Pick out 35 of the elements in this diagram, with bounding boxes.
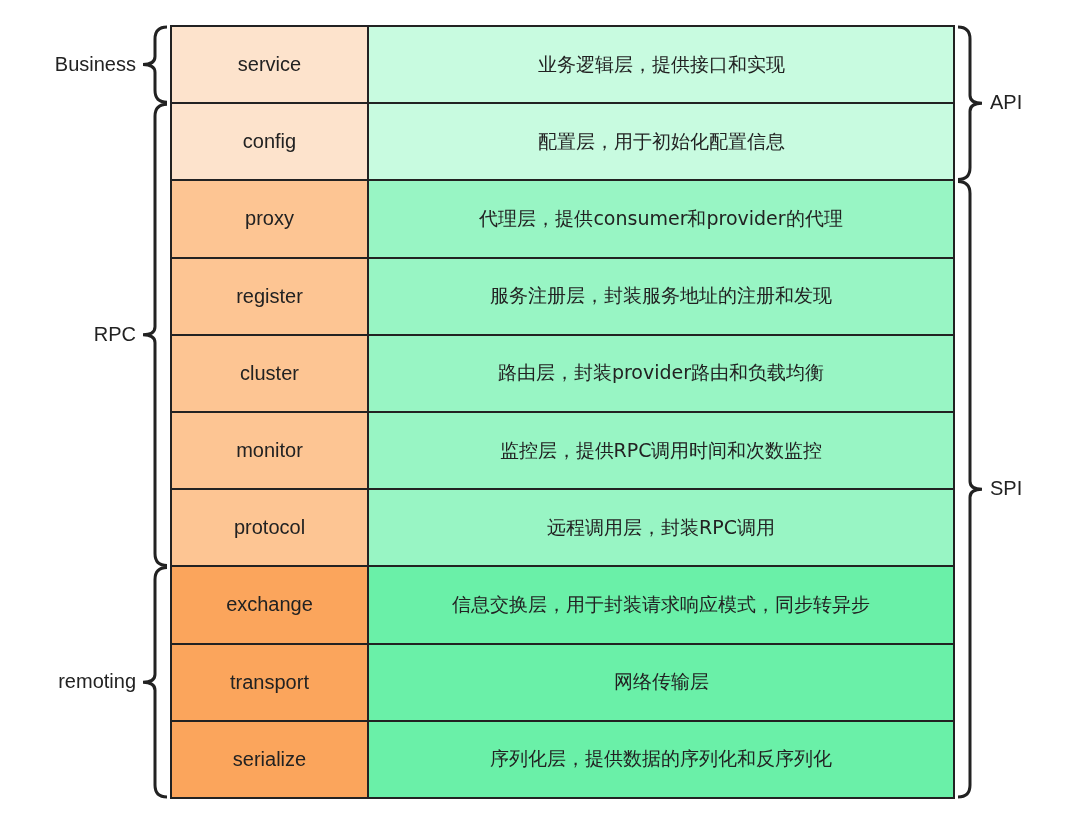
layer-row (170, 719, 955, 799)
layer-name-cell: transport (172, 644, 369, 720)
layer-description-cell: 配置层，用于初始化配置信息 (369, 104, 953, 180)
group-label: remoting (58, 670, 136, 694)
layer-description-cell: 监控层，提供RPC调用时间和次数监控 (369, 413, 953, 489)
layer-row (170, 102, 955, 182)
layer-row (170, 25, 955, 105)
group-label: Business (54, 52, 136, 76)
layer-name-cell: serialize (172, 721, 369, 797)
layer-description-cell: 远程调用层，封装RPC调用 (369, 490, 953, 566)
layer-row (170, 565, 955, 645)
layer-row (170, 488, 955, 568)
layer-row (170, 256, 955, 336)
layer-row (170, 642, 955, 722)
group-label: RPC (93, 322, 136, 346)
group-label: SPI (990, 477, 1023, 501)
layer-name-cell: proxy (172, 181, 369, 257)
layer-row (170, 179, 955, 259)
layer-name-cell: cluster (172, 335, 369, 411)
layer-description-cell: 业务逻辑层，提供接口和实现 (369, 27, 953, 103)
layer-name-cell: register (172, 258, 369, 334)
layer-description-cell: 序列化层，提供数据的序列化和反序列化 (369, 721, 953, 797)
layer-name-cell: service (172, 27, 369, 103)
layer-row (170, 411, 955, 491)
layer-row (170, 333, 955, 413)
layer-name-cell: protocol (172, 490, 369, 566)
layer-description-cell: 代理层，提供consumer和provider的代理 (369, 181, 953, 257)
layer-name-cell: exchange (172, 567, 369, 643)
layer-description-cell: 信息交换层，用于封装请求响应模式，同步转异步 (369, 567, 953, 643)
layer-description-cell: 服务注册层，封装服务地址的注册和发现 (369, 258, 953, 334)
group-label: API (990, 91, 1023, 115)
layer-description-cell: 路由层，封装provider路由和负载均衡 (369, 335, 953, 411)
layer-description-cell: 网络传输层 (369, 644, 953, 720)
layer-name-cell: config (172, 104, 369, 180)
layer-name-cell: monitor (172, 413, 369, 489)
